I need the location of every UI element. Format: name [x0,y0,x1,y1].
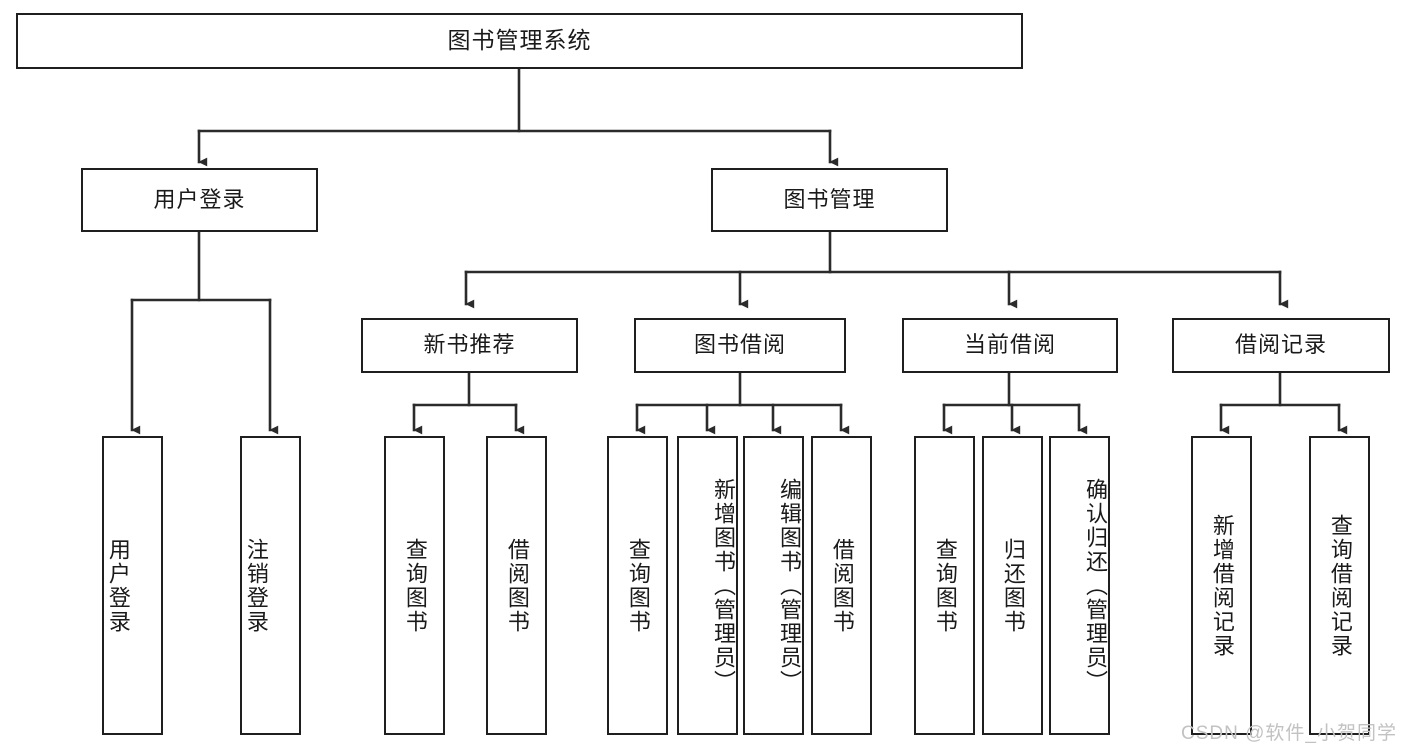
node-label: 当前借阅 [963,332,1056,358]
node-current-borrowing[interactable]: 当前借阅 [902,318,1118,373]
leaf-borrow-book-2[interactable]: 借阅图书 [811,436,872,735]
node-label: 用户登录 [105,537,131,634]
node-label: 归还图书 [1000,537,1026,634]
node-label: 查询图书 [402,537,428,634]
node-label: 图书管理系统 [447,27,592,54]
node-label: 借阅图书 [829,537,855,634]
node-label: 图书管理 [783,186,876,212]
leaf-query-book-1[interactable]: 查询图书 [384,436,445,735]
leaf-query-borrowing-record[interactable]: 查询借阅记录 [1309,436,1370,735]
node-label: 新书推荐 [423,332,516,358]
node-label: 编辑图书（管理员） [777,477,802,694]
node-label: 借阅记录 [1234,332,1327,358]
node-new-book-recommendation[interactable]: 新书推荐 [361,318,578,373]
node-user-login[interactable]: 用户登录 [81,168,318,232]
node-label: 查询图书 [625,537,651,634]
leaf-query-book-3[interactable]: 查询图书 [914,436,975,735]
node-label: 用户登录 [153,186,246,212]
node-root-book-management-system[interactable]: 图书管理系统 [16,13,1023,69]
leaf-logout[interactable]: 注销登录 [240,436,301,735]
node-label: 确认归还（管理员） [1083,477,1108,694]
leaf-edit-book-admin[interactable]: 编辑图书（管理员） [743,436,804,735]
leaf-return-book[interactable]: 归还图书 [982,436,1043,735]
leaf-user-login[interactable]: 用户登录 [102,436,163,735]
node-label: 查询图书 [932,537,958,634]
leaf-query-book-2[interactable]: 查询图书 [607,436,668,735]
node-label: 查询借阅记录 [1327,513,1353,658]
node-label: 图书借阅 [693,332,786,358]
leaf-add-borrowing-record[interactable]: 新增借阅记录 [1191,436,1252,735]
node-book-management[interactable]: 图书管理 [711,168,948,232]
node-label: 借阅图书 [504,537,530,634]
leaf-confirm-return-admin[interactable]: 确认归还（管理员） [1049,436,1110,735]
node-label: 新增借阅记录 [1209,513,1235,658]
node-book-borrowing[interactable]: 图书借阅 [634,318,846,373]
node-label: 注销登录 [243,537,269,634]
node-borrowing-record[interactable]: 借阅记录 [1172,318,1390,373]
leaf-add-book-admin[interactable]: 新增图书（管理员） [677,436,738,735]
leaf-borrow-book-1[interactable]: 借阅图书 [486,436,547,735]
node-label: 新增图书（管理员） [711,477,736,694]
